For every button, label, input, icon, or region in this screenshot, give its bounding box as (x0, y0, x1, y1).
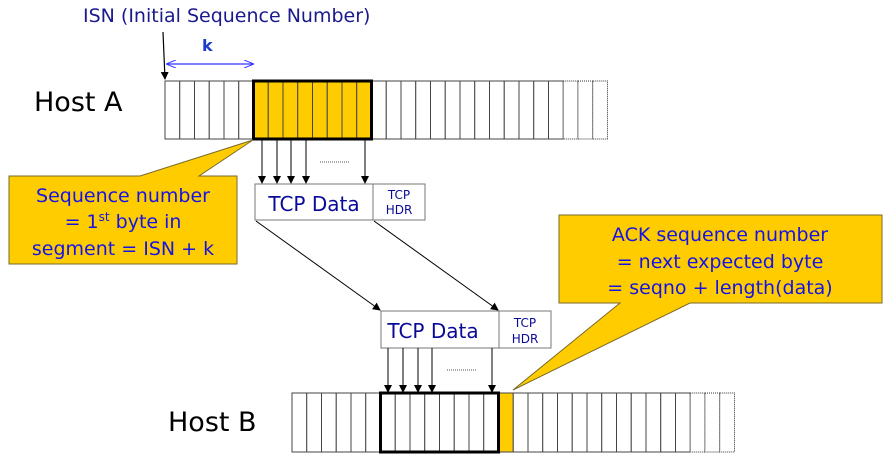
byte-cell (704, 392, 721, 453)
byte-cell (164, 80, 181, 140)
byte-cell (468, 392, 485, 453)
transit-arrow-left (255, 220, 381, 311)
host-b-label: Host B (168, 407, 257, 438)
byte-cell (400, 80, 417, 140)
byte-cell (577, 80, 594, 140)
host-a-to-segment-arrows (258, 140, 369, 184)
byte-cell (498, 392, 514, 453)
tcp-segment-sent: TCP Data TCP HDR (254, 183, 426, 221)
tcp-data-box (254, 183, 374, 221)
tcp-data-label: TCP Data (386, 319, 478, 343)
byte-cell (675, 392, 691, 453)
segment-outline (379, 391, 500, 454)
byte-cell (424, 392, 440, 453)
byte-cell (571, 392, 588, 453)
host-b-byte-buffer (291, 391, 735, 454)
byte-cell (415, 80, 431, 140)
seq-callout-line3: segment = ISN + k (32, 238, 214, 260)
byte-cell (542, 392, 558, 453)
tcp-hdr-box (372, 183, 426, 221)
byte-cell (439, 392, 455, 453)
byte-cell (306, 392, 322, 453)
byte-cell (483, 392, 499, 453)
byte-cell (326, 80, 343, 140)
ack-callout: ACK sequence number = next expected byte… (512, 214, 883, 391)
ack-callout-line1: ACK sequence number (612, 224, 828, 246)
tcp-hdr-label-2: HDR (512, 332, 539, 346)
byte-cell (592, 80, 608, 140)
transit-arrow-right (373, 220, 499, 311)
host-a-label: Host A (34, 87, 123, 118)
byte-cell (282, 80, 299, 140)
byte-cell (356, 80, 372, 140)
byte-cell (335, 392, 352, 453)
seq-callout-line2: = 1st byte in (65, 210, 182, 233)
byte-cell (616, 392, 632, 453)
byte-cell (371, 80, 387, 140)
tcp-hdr-box (498, 310, 552, 349)
byte-cell (459, 80, 476, 140)
byte-cell (719, 392, 735, 453)
byte-cell (341, 80, 358, 140)
ack-callout-line2: = next expected byte (617, 251, 824, 273)
byte-cell (365, 392, 381, 453)
isn-pointer-arrow (160, 31, 169, 80)
tcp-hdr-label-1: TCP (513, 316, 536, 330)
byte-cell (586, 392, 603, 453)
byte-cell (548, 80, 564, 140)
segment-to-host-b-arrows (384, 348, 496, 393)
segment-outline (252, 79, 373, 141)
byte-cell (409, 392, 426, 453)
byte-cell (253, 80, 269, 140)
tcp-data-label: TCP Data (267, 192, 359, 216)
isn-title: ISN (Initial Sequence Number) (83, 5, 370, 27)
byte-cell (238, 80, 254, 140)
byte-cell (208, 80, 225, 140)
byte-cell (380, 392, 396, 453)
byte-cell (518, 80, 535, 140)
byte-cell (321, 392, 337, 453)
byte-cell (630, 392, 647, 453)
byte-cell (503, 80, 520, 140)
byte-cell (489, 80, 505, 140)
tcp-hdr-label-1: TCP (387, 188, 410, 202)
byte-cell (512, 392, 529, 453)
seq-callout-line1: Sequence number (36, 185, 210, 207)
byte-cell (660, 392, 676, 453)
byte-cell (527, 392, 544, 453)
byte-cell (474, 80, 490, 140)
host-a-byte-buffer (164, 79, 608, 141)
byte-cell (223, 80, 240, 140)
byte-cell (312, 80, 328, 140)
byte-cell (557, 392, 573, 453)
byte-cell (291, 392, 308, 453)
byte-cell (430, 80, 446, 140)
ack-callout-line3: = seqno + length(data) (607, 277, 832, 299)
byte-cell (267, 80, 284, 140)
byte-cell (453, 392, 470, 453)
byte-cell (194, 80, 210, 140)
byte-cell (444, 80, 461, 140)
byte-cell (385, 80, 402, 140)
tcp-hdr-label-2: HDR (386, 203, 413, 217)
k-label: k (202, 36, 213, 55)
byte-cell (297, 80, 313, 140)
byte-cell (533, 80, 549, 140)
byte-cell (689, 392, 706, 453)
tcp-segment-received: TCP Data TCP HDR (380, 310, 552, 349)
byte-cell (601, 392, 617, 453)
byte-cell (394, 392, 411, 453)
byte-cell (179, 80, 195, 140)
sequence-number-callout: Sequence number = 1st byte in segment = … (8, 139, 254, 265)
byte-cell (645, 392, 662, 453)
byte-cell (350, 392, 367, 453)
byte-cell (562, 80, 579, 140)
